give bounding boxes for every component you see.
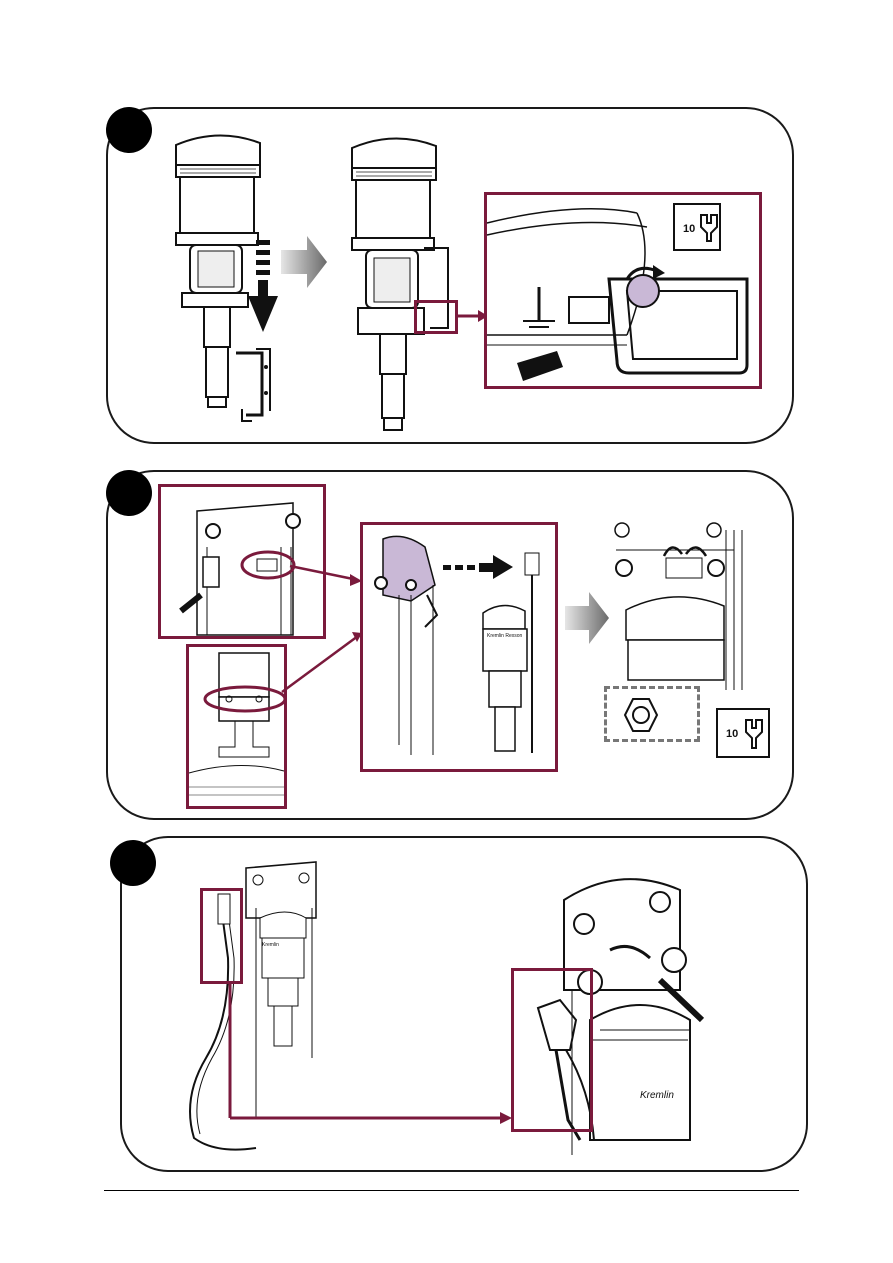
next-step-arrow-icon [281, 236, 327, 288]
hex-nut-icon [623, 697, 659, 733]
wrench-size-label: 10 [726, 728, 738, 740]
step-2-marker [106, 470, 152, 516]
pump-brand-label: Kremlin [262, 942, 279, 948]
callout-connectors [280, 560, 370, 710]
bracket-plate-detail [186, 644, 287, 809]
down-arrow-icon [246, 240, 282, 335]
mounted-pump-illustration [614, 520, 754, 690]
gun-mounted-highlight-box [511, 968, 593, 1132]
bracket-illustration [232, 345, 274, 423]
detail-highlight-box [414, 300, 458, 334]
tank-brand-label: Kremlin [640, 1090, 674, 1101]
step-1-marker [106, 107, 152, 153]
nut-callout [604, 686, 700, 742]
wrench-10-icon: 10 [716, 708, 770, 758]
pump-illustration-after [344, 128, 464, 433]
gun-connector-arrow [224, 984, 514, 1124]
bracket-assembly-detail: Kremlin Rexson [360, 522, 558, 772]
step-3-marker [110, 840, 156, 886]
wrench-10-icon: 10 [673, 203, 721, 251]
wrench-size-label: 10 [683, 223, 695, 235]
gun-highlight-box [200, 888, 243, 984]
next-step-arrow-icon [565, 592, 609, 644]
page-footer-rule [104, 1190, 799, 1191]
step-1-detail-view: 10 [484, 192, 762, 389]
pump-brand-label: Kremlin Rexson [487, 633, 522, 639]
